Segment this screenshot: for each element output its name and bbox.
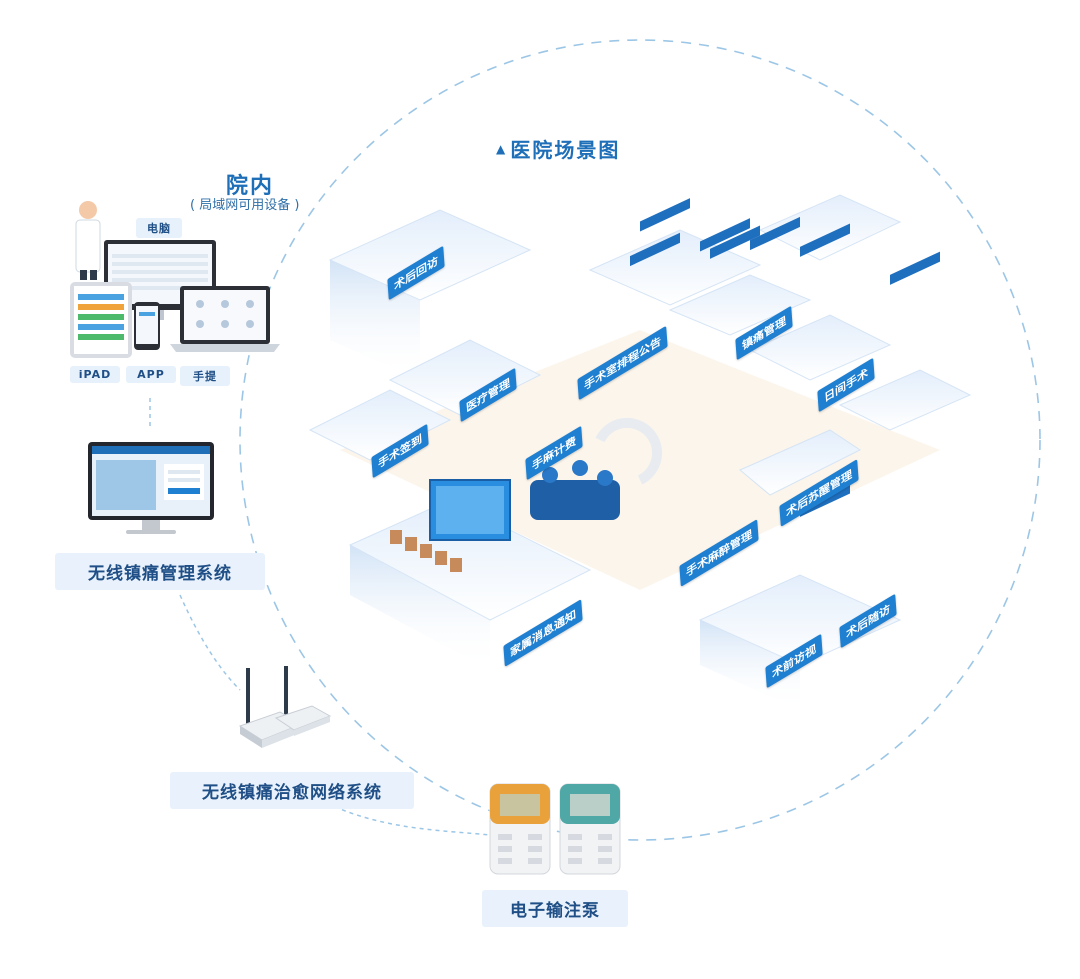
device-tag-ipad: iPAD <box>70 366 120 383</box>
pump-illustration <box>486 782 626 882</box>
router-icon <box>238 666 332 748</box>
devices-illustration <box>60 190 290 370</box>
scene-title: ▲ 医院场景图 <box>496 134 620 163</box>
router-illustration <box>236 662 336 766</box>
inhospital-title: 院内 <box>226 174 275 199</box>
inhospital-subtitle: ( 局域网可用设备 ) <box>190 198 300 213</box>
system-tag-management: 无线镇痛管理系统 <box>55 553 265 590</box>
device-tag-pc: 电脑 <box>136 218 182 238</box>
monitor-icon <box>88 442 214 534</box>
management-monitor <box>86 440 216 544</box>
scene-title-text: 医院场景图 <box>510 138 621 162</box>
devices-icon <box>70 201 280 358</box>
pump-icon <box>489 783 621 875</box>
device-tag-handheld: 手提 <box>180 366 230 386</box>
system-tag-pump: 电子输注泵 <box>482 890 628 927</box>
device-tag-app: APP <box>126 366 176 383</box>
system-tag-network: 无线镇痛治愈网络系统 <box>170 772 414 809</box>
triangle-up-icon: ▲ <box>496 142 506 156</box>
